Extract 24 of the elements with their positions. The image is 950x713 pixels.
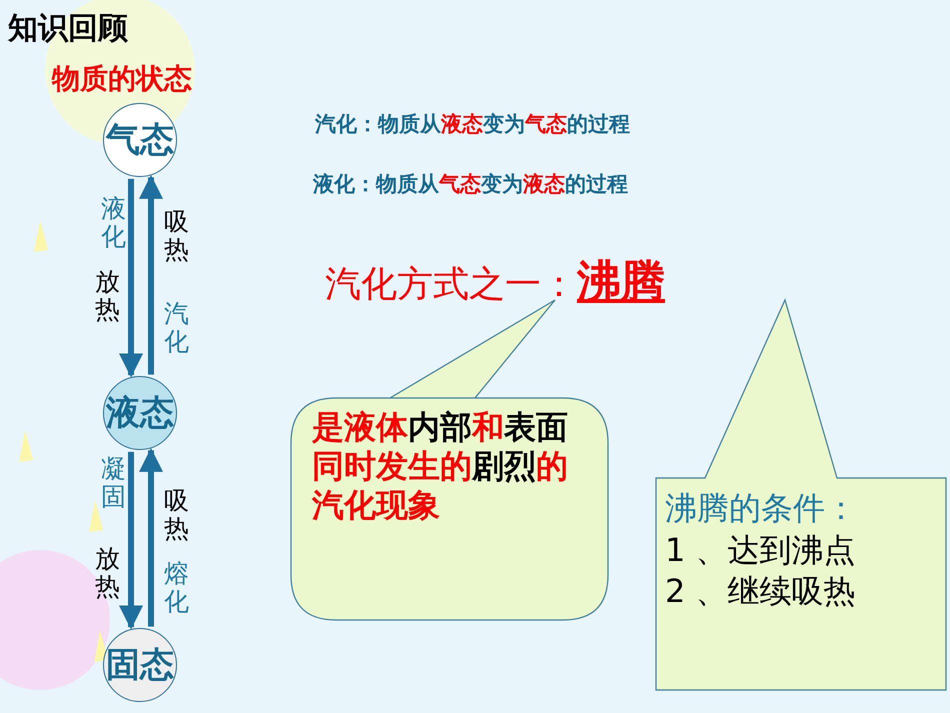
state-label: 固态 [106, 644, 174, 687]
callout-text: 是液体内部和表面同时发生的剧烈的汽化现象 [312, 408, 569, 526]
state-label: 液态 [106, 392, 174, 435]
slide-title: 知识回顾 [8, 10, 128, 48]
heading-text: 汽化方式之一：沸腾 [325, 255, 665, 309]
edge-label: 液化 [101, 195, 126, 250]
edge-label: 凝固 [101, 455, 126, 510]
arrow [139, 448, 163, 627]
list-item: 1 、达到沸点 [665, 530, 857, 571]
heat-label: 吸热 [164, 487, 189, 542]
heat-label: 放热 [95, 545, 120, 600]
callout-heading: 沸腾的条件： [665, 488, 858, 529]
heat-label: 吸热 [164, 208, 189, 263]
edge-label: 熔化 [164, 560, 189, 615]
definition-text: 汽化：物质从液态变为气态的过程 [315, 110, 630, 138]
arrow [139, 174, 163, 375]
list-item: 2 、继续吸热 [665, 571, 857, 612]
state-label: 气态 [106, 119, 174, 162]
definition-text: 液化：物质从气态变为液态的过程 [313, 170, 628, 198]
edge-label: 汽化 [164, 300, 189, 355]
heat-label: 放热 [95, 268, 120, 323]
subtitle: 物质的状态 [52, 61, 192, 97]
arrow [119, 452, 143, 630]
arrow [119, 178, 143, 378]
